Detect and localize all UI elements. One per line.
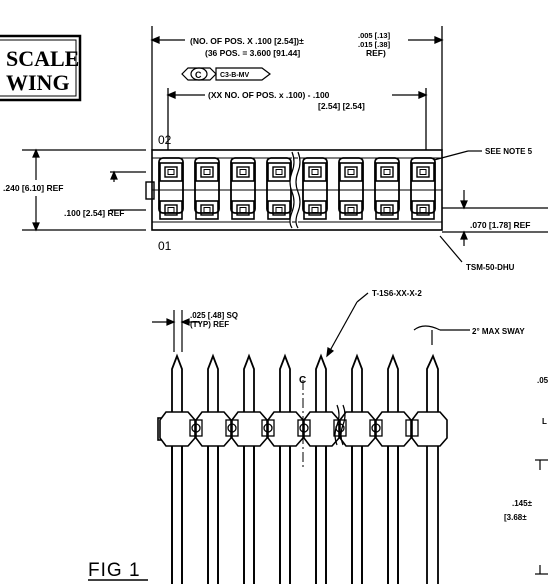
tolerance-bottom: .015 [.38] [358, 40, 391, 49]
see-note-5: SEE NOTE 5 [485, 147, 533, 156]
row-01-label: 01 [158, 239, 172, 253]
row-pitch-text: .100 [2.54] REF [64, 208, 124, 218]
tolerance-top: .005 [.13] [358, 31, 391, 40]
pin-side-view [157, 353, 448, 584]
height-dim-lines [22, 148, 146, 232]
height-dim-text: .240 [6.10] REF [3, 183, 63, 193]
sway-dim [413, 325, 470, 345]
title-line1: SCALE [6, 46, 79, 71]
sway-text: 2° MAX SWAY [472, 327, 525, 336]
pin-size-dim [152, 310, 200, 352]
overall-36pos-text: (36 POS. = 3.600 [91.44] [205, 48, 300, 58]
title-block: SCALE WING [0, 34, 82, 102]
pin-size-text: .025 [.48] SQ [190, 311, 238, 320]
t-part-leader [326, 292, 369, 358]
connector-top-view [145, 149, 443, 231]
figure-label: FIG 1 [88, 560, 141, 581]
right-callouts [433, 150, 548, 263]
body-thickness-text: .070 [1.78] REF [470, 220, 530, 230]
centerline-symbol: C [195, 70, 202, 80]
dim-l: L [542, 417, 547, 426]
pitch-length-mm: [2.54] [2.54] [318, 101, 365, 111]
pitch-length-text: (XX NO. OF POS. x .100) - .100 [208, 90, 330, 100]
part-callout-text: C3-B-MV [220, 72, 249, 79]
t-part-label: T-1S6-XX-X-2 [372, 289, 422, 298]
title-line2: WING [6, 70, 70, 95]
overall-ref-text: REF) [366, 48, 386, 58]
part-callout: C C3-B-MV [181, 67, 271, 81]
overall-length-text: (NO. OF POS. X .100 [2.54])± [190, 36, 304, 46]
dim-368: [3.68± [504, 513, 527, 522]
right-partial-dims [535, 459, 548, 575]
dim-145: .145± [512, 499, 533, 508]
overall-length-dim [150, 26, 444, 150]
pin-size-typ-text: (TYP) REF [190, 320, 229, 329]
centerline-mark: C [299, 375, 306, 386]
tsm-part-label: TSM-50-DHU [466, 263, 515, 272]
row-02-label: 02 [158, 133, 172, 147]
dim-05: .05 [537, 376, 548, 385]
